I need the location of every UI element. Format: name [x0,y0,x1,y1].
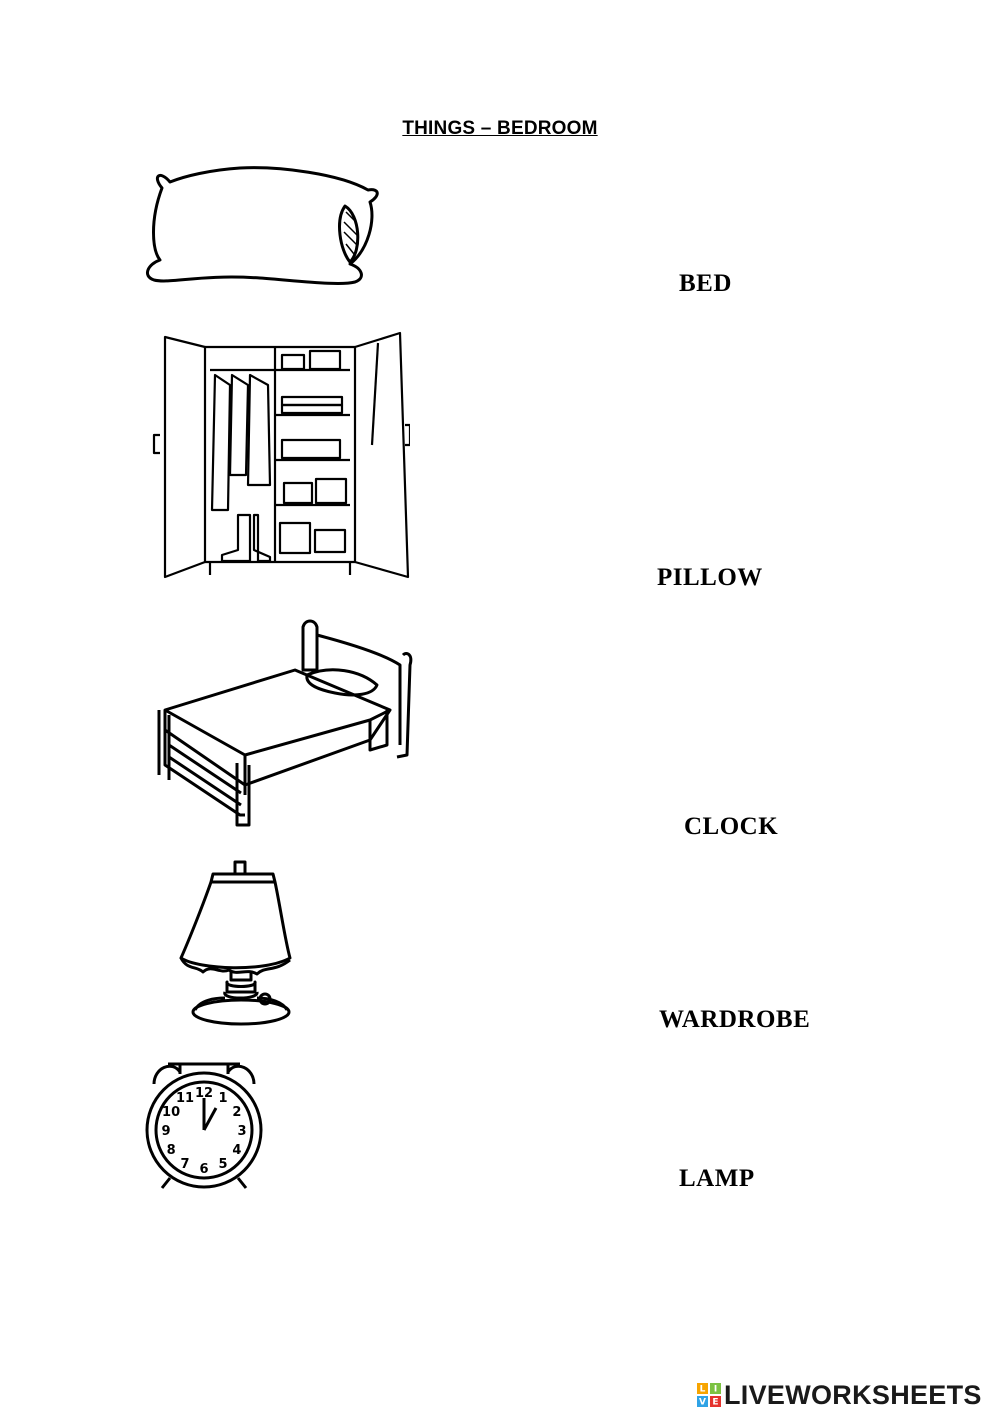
logo-letter: E [712,1398,718,1408]
word-lamp: LAMP [679,1165,755,1192]
liveworksheets-brand-text: LIVEWORKSHEETS [724,1379,982,1410]
clock-numeral: 1 [218,1091,227,1106]
word-clock: CLOCK [684,813,779,840]
logo-letter: I [714,1385,717,1395]
logo-letter: V [699,1398,706,1408]
word-wardrobe: WARDROBE [659,1006,811,1033]
clock-numeral: 4 [232,1143,241,1158]
wardrobe-picture [150,325,410,587]
clock-numeral: 2 [232,1105,241,1120]
clock-numeral: 5 [218,1157,227,1172]
clock-numeral: 3 [237,1124,246,1139]
lamp-picture [175,860,300,1030]
word-pillow: PILLOW [657,564,763,591]
word-bed: BED [679,270,732,297]
clock-numeral: 8 [167,1143,176,1158]
clock-numeral: 9 [161,1124,170,1139]
clock-numeral: 10 [162,1105,180,1120]
bed-picture [155,615,415,830]
pillow-picture [140,160,385,295]
clock-numeral: 6 [199,1162,208,1177]
clock-numeral: 7 [180,1157,189,1172]
page-title: THINGS – BEDROOM [402,118,598,139]
logo-letter: L [700,1385,706,1395]
clock-numeral: 11 [176,1091,194,1106]
clock-numeral: 12 [195,1086,213,1101]
